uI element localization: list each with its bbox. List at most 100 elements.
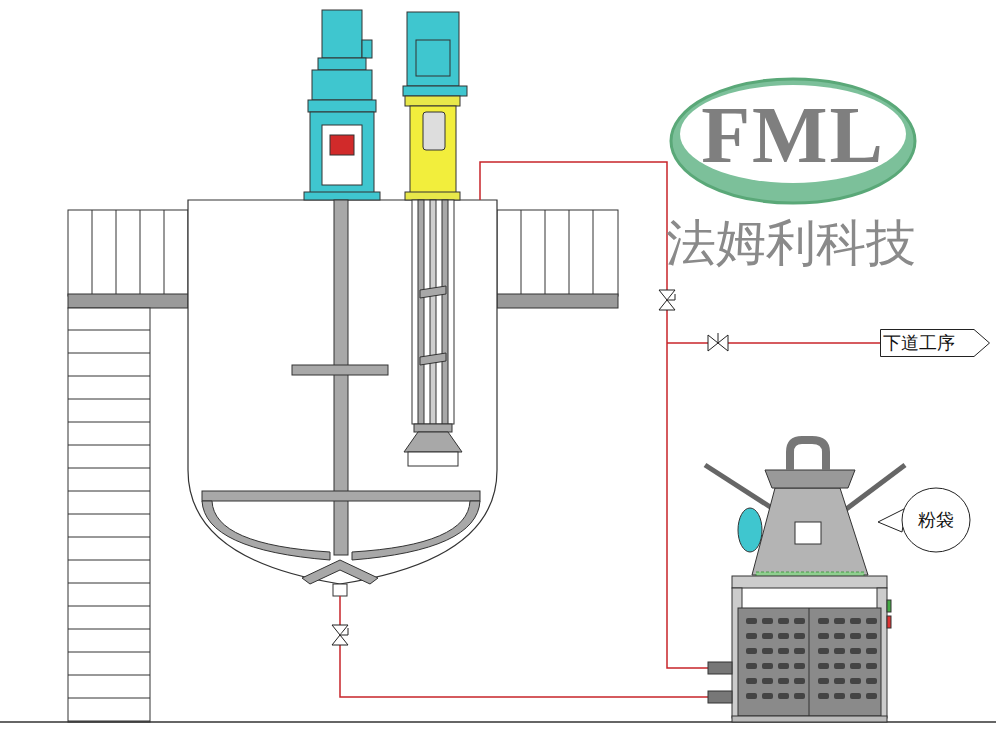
company-name: 法姆利科技 — [666, 210, 916, 277]
outlet-pipe — [667, 342, 880, 344]
node-text: 下道工序 — [883, 331, 955, 355]
stand-base — [405, 192, 460, 200]
logo-text: FML — [701, 90, 885, 181]
ladder-rung — [68, 652, 150, 653]
rod — [430, 200, 436, 424]
ladder-rung — [68, 560, 150, 561]
bottom-scraper — [302, 560, 378, 584]
vent-slot — [818, 618, 829, 624]
vent-slot — [866, 618, 877, 624]
motor-box — [362, 40, 372, 58]
vent-slot — [762, 618, 773, 624]
cabinet-panel — [738, 608, 881, 716]
vent-slot — [818, 663, 829, 669]
ladder-rung — [68, 491, 150, 492]
stand-window — [322, 125, 362, 185]
anchor-agitator — [202, 10, 480, 584]
vent-slot — [746, 618, 757, 624]
railing-bar — [164, 210, 165, 294]
railing-bar — [92, 210, 93, 294]
vent-slot — [834, 678, 845, 684]
gearbox — [312, 70, 372, 100]
stand-base — [304, 192, 380, 200]
vent-slot — [850, 618, 861, 624]
indicator — [887, 600, 891, 612]
ladder-rung — [68, 468, 150, 469]
motor-flange — [403, 86, 467, 96]
support-plate — [420, 286, 446, 298]
vent-slot — [834, 618, 845, 624]
powder-induction-machine — [705, 440, 905, 722]
ladder-frame — [68, 308, 150, 722]
vent-slot — [834, 663, 845, 669]
vent-slot — [794, 678, 805, 684]
ladder-rung — [68, 353, 150, 354]
ladder-rung — [68, 537, 150, 538]
ladder-rung — [68, 422, 150, 423]
vent-duct — [790, 440, 826, 470]
ladder-rung — [68, 514, 150, 515]
ladder-rung — [68, 629, 150, 630]
vent-slot — [794, 663, 805, 669]
access-door — [795, 522, 821, 544]
vent-slot — [746, 663, 757, 669]
ladder-rung — [68, 330, 150, 331]
stand-flange — [405, 96, 460, 106]
vent-slot — [850, 663, 861, 669]
railing-bar — [140, 210, 141, 294]
vent-slot — [866, 678, 877, 684]
ladder-rung — [68, 698, 150, 699]
high-shear-disperser — [403, 12, 467, 466]
head-flange — [414, 424, 452, 432]
arrow-outline — [881, 330, 990, 357]
vent-slot — [778, 693, 789, 699]
valve — [659, 290, 675, 310]
shaft-housing — [412, 200, 454, 424]
arm — [705, 465, 775, 510]
railing-bar — [593, 210, 594, 294]
vent-slot — [746, 693, 757, 699]
valve — [332, 625, 348, 645]
motor — [407, 12, 459, 86]
vent-slot — [818, 633, 829, 639]
vent-slot — [866, 663, 877, 669]
bag-bubble: 粉袋 — [901, 487, 971, 553]
vent-slot — [794, 648, 805, 654]
stand — [310, 112, 374, 198]
panel-split — [809, 608, 810, 716]
vent-slot — [778, 618, 789, 624]
anchor-bar — [202, 491, 480, 501]
tank-outlet — [333, 584, 347, 596]
right-platform-floor — [497, 294, 618, 308]
railing-bar — [545, 210, 546, 294]
ladder-rung — [68, 606, 150, 607]
vent-slot — [834, 693, 845, 699]
vent-slot — [746, 648, 757, 654]
vent-slot — [762, 693, 773, 699]
ladder-rung — [68, 675, 150, 676]
ladder-rung — [68, 445, 150, 446]
anchor-arm — [202, 501, 330, 560]
railing-bar — [521, 210, 522, 294]
vent-slot — [778, 648, 789, 654]
vent-slot — [866, 693, 877, 699]
hopper-body — [752, 488, 868, 575]
vent-slot — [778, 663, 789, 669]
valves — [332, 290, 728, 645]
cabinet-slots — [746, 618, 877, 699]
vent-slot — [818, 678, 829, 684]
vent-slot — [834, 648, 845, 654]
vent-slot — [818, 648, 829, 654]
stand-window — [423, 112, 445, 150]
vent-slot — [850, 693, 861, 699]
logo-ring — [671, 79, 915, 203]
vent-slot — [778, 633, 789, 639]
cabinet-base — [732, 716, 887, 722]
valve — [708, 333, 728, 351]
indicator — [887, 616, 891, 628]
vent-slot — [850, 648, 861, 654]
vent-slot — [866, 633, 877, 639]
stator-comb — [408, 452, 458, 466]
vent-slot — [762, 678, 773, 684]
impeller — [292, 365, 388, 375]
